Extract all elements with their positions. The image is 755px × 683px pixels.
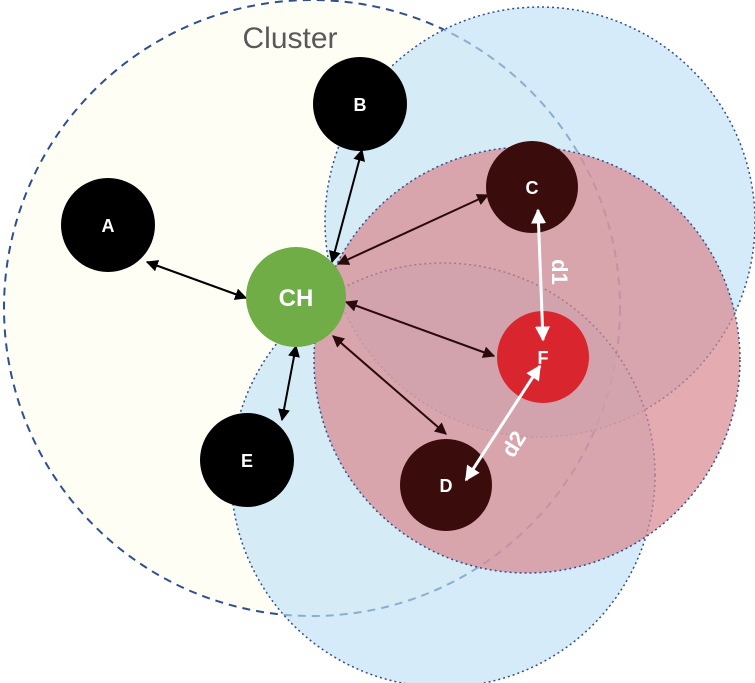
svg-text:C: C — [526, 178, 539, 198]
link-ch-d — [332, 335, 447, 435]
svg-text:B: B — [354, 95, 367, 115]
cluster-label: Cluster — [242, 22, 337, 55]
distance-label-d1: d1 — [547, 259, 572, 285]
link-ch-c — [336, 194, 490, 265]
distance-line-d2 — [464, 364, 542, 482]
node-c: C — [486, 141, 578, 233]
distance-line-d1 — [531, 208, 550, 342]
svg-text:D: D — [440, 476, 453, 496]
cluster-head-node: CH — [246, 247, 346, 347]
node-b: B — [313, 57, 407, 151]
link-ch-f — [344, 300, 496, 358]
link-ch-a — [145, 260, 248, 300]
node-d: D — [400, 439, 492, 531]
svg-text:E: E — [241, 451, 253, 471]
svg-text:F: F — [538, 348, 549, 368]
svg-text:CH: CH — [279, 285, 314, 312]
svg-text:A: A — [102, 216, 115, 236]
node-a: A — [61, 178, 155, 272]
node-e: E — [200, 413, 294, 507]
link-ch-e — [278, 344, 300, 422]
